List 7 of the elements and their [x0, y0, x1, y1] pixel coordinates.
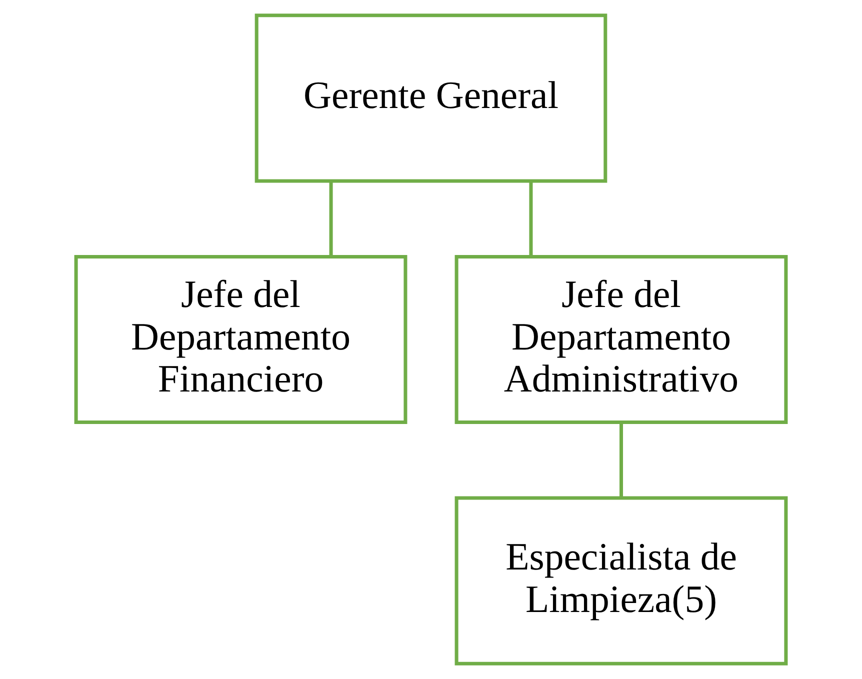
node-box: Jefe del Departamento Financiero — [74, 254, 408, 424]
connector — [619, 422, 624, 498]
node-box: Gerente General — [254, 14, 608, 183]
node-box: Especialista de Limpieza(5) — [454, 496, 788, 666]
connector — [329, 181, 333, 256]
node-box: Jefe del Departamento Administrativo — [454, 254, 788, 424]
connector — [529, 181, 533, 256]
